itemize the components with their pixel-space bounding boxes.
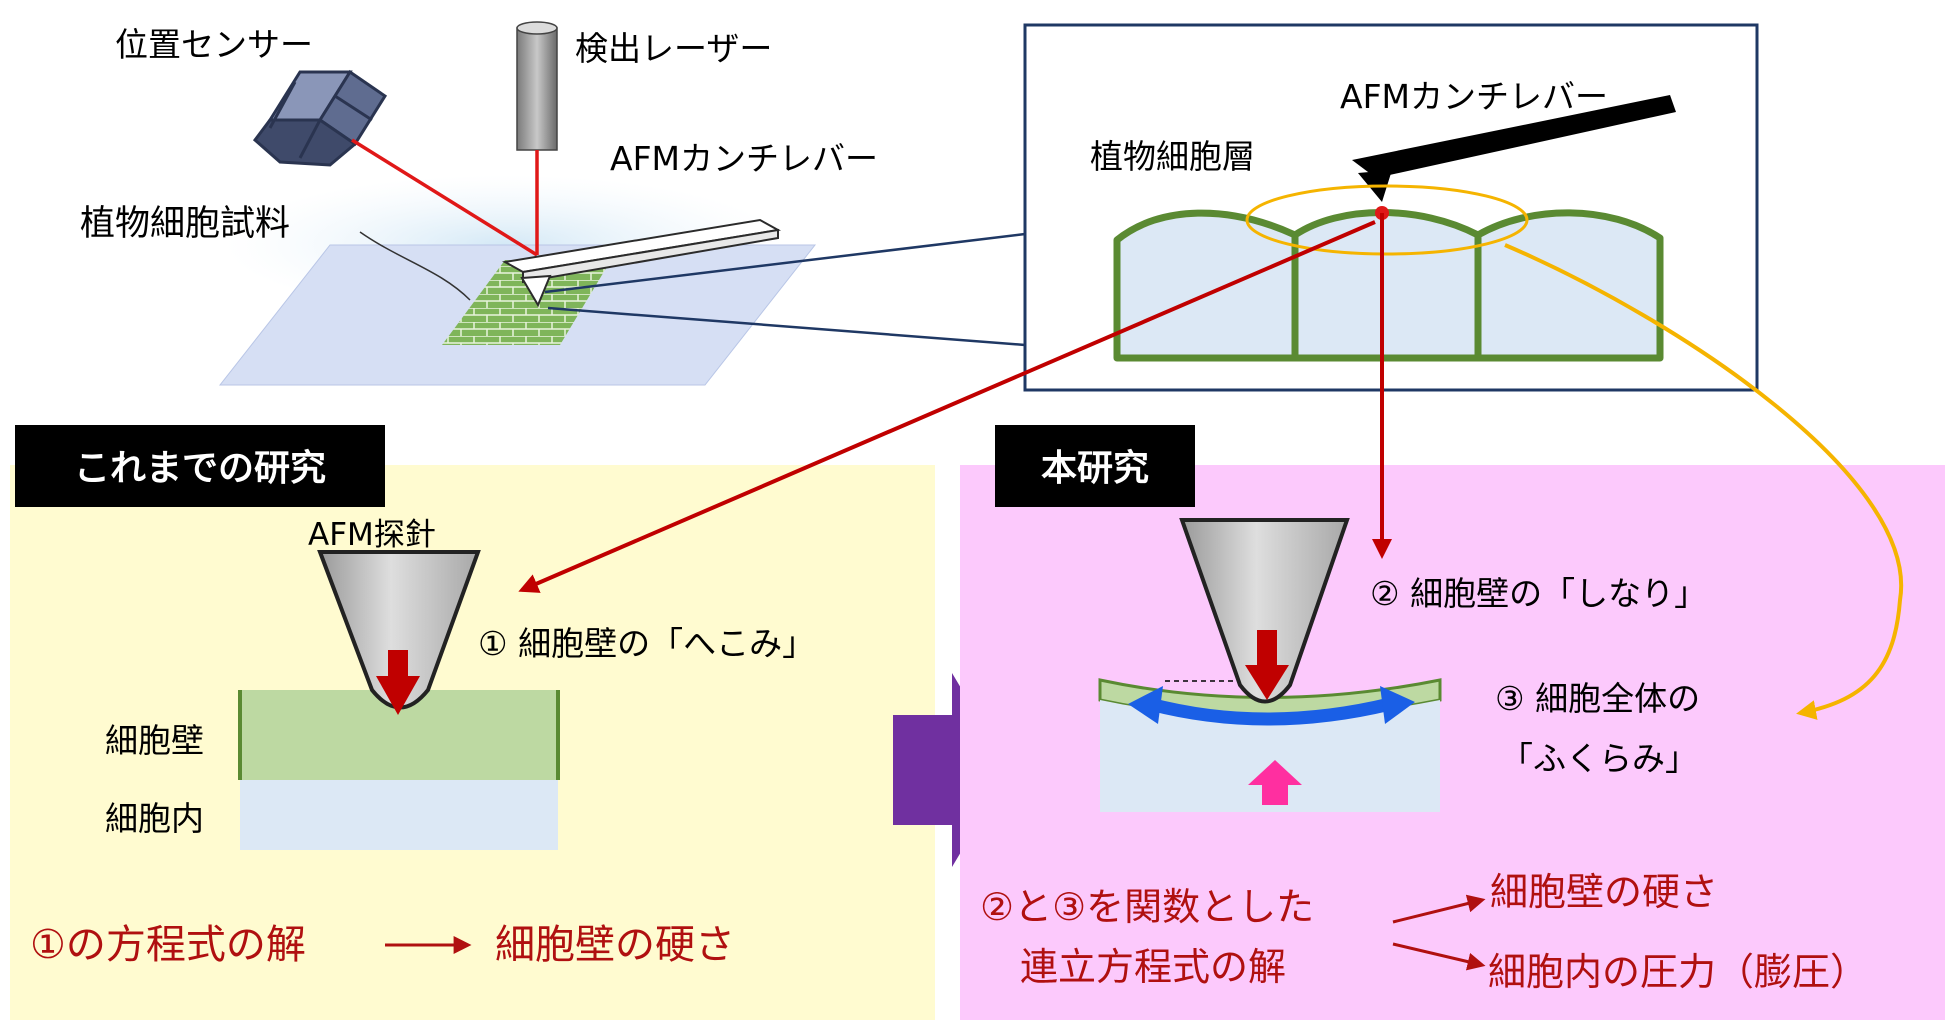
previous-study-tag-box bbox=[15, 425, 385, 507]
afm-cantilever-label: AFMカンチレバー bbox=[610, 139, 878, 178]
result-wall-stiffness: 細胞壁の硬さ bbox=[1490, 870, 1718, 914]
cell-1 bbox=[1117, 213, 1295, 358]
zoom-line-upper bbox=[544, 232, 1026, 294]
cell-wall-outline bbox=[1113, 209, 1664, 362]
position-sensor-icon bbox=[252, 69, 388, 167]
sample-leader-line bbox=[359, 231, 471, 301]
cell-interior-block bbox=[240, 780, 558, 850]
turgor-pressure-arrow bbox=[1248, 760, 1302, 805]
contact-region-ellipse bbox=[1245, 184, 1529, 256]
this-study-probe-icon bbox=[1179, 518, 1350, 704]
afm-probe-icon bbox=[317, 550, 481, 710]
laser-beam-reflected bbox=[351, 138, 538, 257]
detection-laser-icon bbox=[516, 21, 558, 151]
conclusion-equation: ①の方程式の解 bbox=[30, 922, 306, 968]
system-equation-line2: 連立方程式の解 bbox=[1020, 945, 1286, 989]
zoom-line-lower bbox=[547, 306, 1026, 347]
result-arrow-1 bbox=[1392, 894, 1486, 924]
bending-arrow-head-left bbox=[1128, 686, 1163, 724]
point3-line2: 「ふくらみ」 bbox=[1500, 739, 1698, 778]
indent-arrow-head bbox=[376, 676, 420, 715]
arrow-to-indentation bbox=[518, 220, 1376, 593]
bending-arrow-head-right bbox=[1380, 686, 1415, 724]
position-sensor-label: 位置センサー bbox=[115, 25, 313, 64]
detection-laser-label: 検出レーザー bbox=[575, 29, 772, 68]
plant-cell-sample-patch bbox=[442, 260, 608, 345]
afm-cantilever-icon bbox=[502, 218, 781, 308]
point2-bending: ② 細胞壁の「しなり」 bbox=[1370, 574, 1707, 613]
arrow-to-swelling bbox=[1504, 243, 1904, 720]
point3-line1: ③ 細胞全体の bbox=[1495, 679, 1700, 718]
press-arrow-head bbox=[1245, 665, 1289, 700]
afm-setup: 位置センサー 検出レーザー AFMカンチレバー 植物細胞試料 bbox=[80, 21, 878, 386]
cell-interior-label: 細胞内 bbox=[105, 799, 204, 838]
system-equation-line1: ②と③を関数とした bbox=[980, 885, 1314, 929]
this-study-cell-interior bbox=[1100, 700, 1440, 812]
cell-wall-edges bbox=[238, 690, 560, 780]
press-arrow-shaft bbox=[1257, 630, 1277, 670]
previous-study-panel: これまでの研究 AFM探針 ① 細胞壁の「へこみ」 細胞壁 細胞内 ①の方程式の… bbox=[10, 425, 935, 1020]
indent-arrow-shaft bbox=[388, 650, 408, 680]
result-turgor-pressure: 細胞内の圧力（膨圧） bbox=[1488, 950, 1868, 994]
cell-3 bbox=[1478, 212, 1660, 358]
result-arrow-2 bbox=[1392, 942, 1486, 971]
plant-cell-layer-label: 植物細胞層 bbox=[1090, 137, 1255, 176]
this-study-tag: 本研究 bbox=[1041, 448, 1149, 489]
inset-cantilever-label: AFMカンチレバー bbox=[1340, 77, 1608, 116]
conclusion-result: 細胞壁の硬さ bbox=[495, 922, 735, 968]
this-study-panel: 本研究 ② 細胞壁の「しなり」 ③ 細胞全体の 「ふくらみ」 ②と③を関数とした… bbox=[960, 425, 1945, 1020]
this-study-tag-box bbox=[995, 425, 1195, 507]
cell-wall-label: 細胞壁 bbox=[105, 721, 204, 760]
previous-study-tag: これまでの研究 bbox=[74, 448, 326, 489]
plant-cell-sample-label: 植物細胞試料 bbox=[80, 204, 290, 244]
cell-layer-inset: AFMカンチレバー 植物細胞層 bbox=[1023, 23, 1759, 392]
afm-probe-label: AFM探針 bbox=[308, 517, 436, 553]
bending-arrow-shaft bbox=[1148, 697, 1392, 726]
point1-indentation: ① 細胞壁の「へこみ」 bbox=[478, 624, 815, 663]
inset-cantilever-beam bbox=[1352, 95, 1676, 178]
cell-2 bbox=[1295, 212, 1478, 358]
